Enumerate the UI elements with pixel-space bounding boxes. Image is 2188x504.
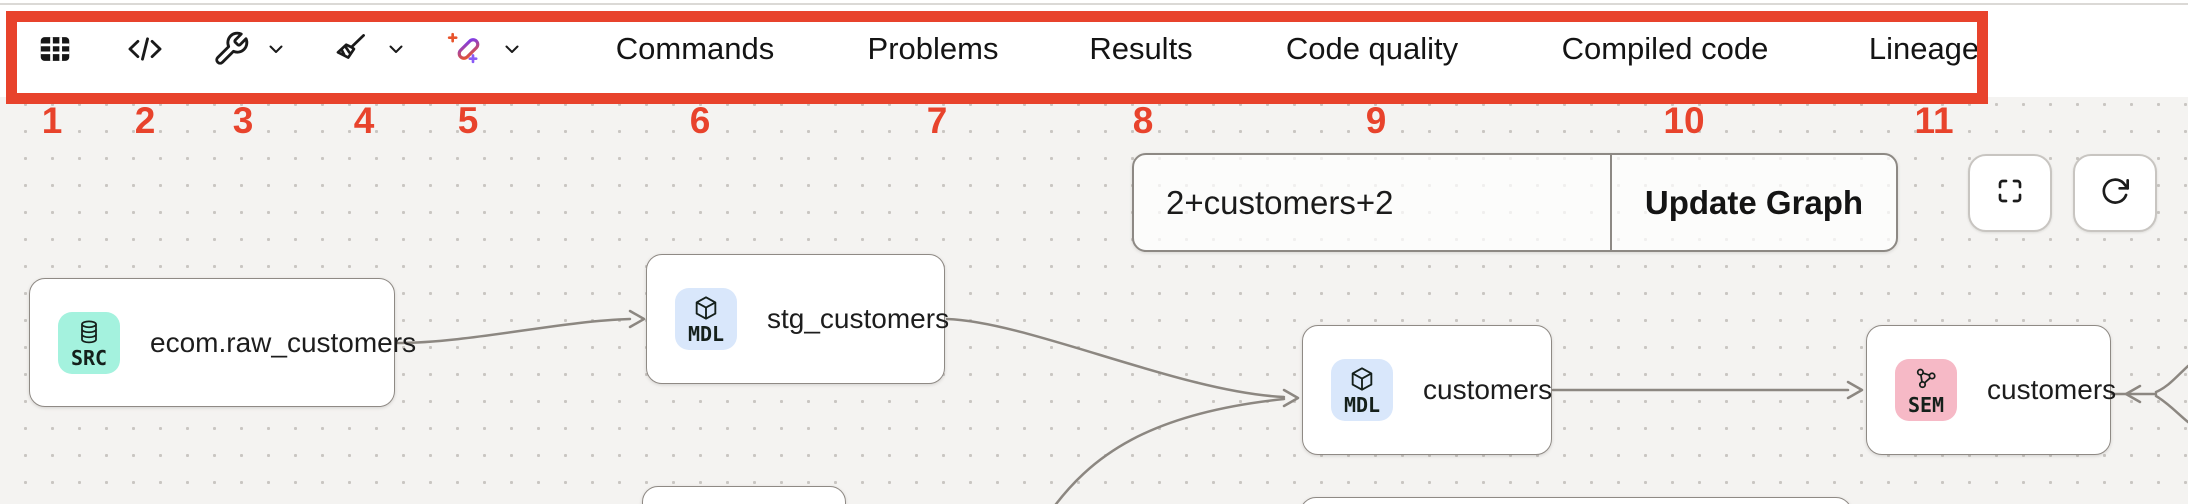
chevron-down-icon[interactable] <box>264 37 288 61</box>
graph-query-input[interactable] <box>1134 155 1610 250</box>
chevron-down-icon[interactable] <box>500 37 524 61</box>
badge-label: MDL <box>1343 393 1381 417</box>
refresh-icon <box>2099 175 2131 212</box>
annotation-5: 5 <box>457 100 479 141</box>
node-partial-bottom-left[interactable] <box>642 486 846 504</box>
annotation-7: 7 <box>926 100 948 141</box>
node-label: ecom.raw_customers <box>150 326 417 358</box>
tab-problems[interactable]: Problems <box>867 30 999 66</box>
graph-query-bar: Update Graph <box>1132 153 1898 252</box>
annotation-4: 4 <box>353 100 375 141</box>
mdl-badge: MDL <box>1331 359 1393 421</box>
tab-commands[interactable]: Commands <box>615 30 775 66</box>
annotation-2: 2 <box>134 100 156 141</box>
code-icon <box>122 30 168 68</box>
annotation-1: 1 <box>41 100 63 141</box>
sem-badge: SEM <box>1895 359 1957 421</box>
node-label: customers <box>1987 374 2117 405</box>
magic-wand-icon <box>444 29 486 69</box>
annotation-9: 9 <box>1365 100 1387 141</box>
tab-lineage[interactable]: Lineage <box>1868 30 1980 66</box>
annotation-8: 8 <box>1132 100 1154 141</box>
database-icon <box>81 320 97 343</box>
broom-button[interactable] <box>330 0 408 97</box>
code-button[interactable] <box>122 0 168 97</box>
annotation-6: 6 <box>689 100 711 141</box>
tab-code-quality[interactable]: Code quality <box>1285 30 1459 66</box>
fullscreen-button[interactable] <box>1968 154 2052 232</box>
node-customers-mdl[interactable]: MDL customers <box>1302 325 1552 455</box>
annotation-3: 3 <box>232 100 254 141</box>
node-partial-bottom-right[interactable] <box>1300 497 1852 504</box>
table-button[interactable] <box>36 0 74 97</box>
magic-wand-button[interactable] <box>444 0 524 97</box>
refresh-button[interactable] <box>2073 154 2157 232</box>
node-stg-customers[interactable]: MDL stg_customers <box>646 254 949 384</box>
cube-icon <box>1351 367 1373 391</box>
node-label: customers <box>1423 374 1553 405</box>
src-badge: SRC <box>58 311 120 374</box>
tab-results[interactable]: Results <box>1089 30 1193 66</box>
query-divider <box>1610 155 1612 250</box>
badge-label: MDL <box>687 322 725 346</box>
wrench-icon <box>212 30 250 68</box>
node-label: stg_customers <box>767 303 950 334</box>
top-divider <box>0 3 2188 5</box>
broom-icon <box>330 30 370 68</box>
update-graph-button[interactable]: Update Graph <box>1644 183 1864 221</box>
mdl-badge: MDL <box>675 288 737 350</box>
node-customers-sem[interactable]: SEM customers <box>1866 325 2116 455</box>
table-icon <box>36 30 74 68</box>
tab-compiled-code[interactable]: Compiled code <box>1561 30 1769 66</box>
badge-label: SRC <box>70 345 108 370</box>
fullscreen-icon <box>1994 175 2026 212</box>
semantic-network-icon <box>1916 368 1936 389</box>
wrench-button[interactable] <box>212 0 288 97</box>
node-ecom-raw-customers[interactable]: SRC ecom.raw_customers <box>29 278 416 407</box>
badge-label: SEM <box>1907 393 1945 417</box>
annotation-10: 10 <box>1663 100 1705 141</box>
chevron-down-icon[interactable] <box>384 37 408 61</box>
cube-icon <box>695 296 717 320</box>
annotation-11: 11 <box>1914 100 1954 141</box>
